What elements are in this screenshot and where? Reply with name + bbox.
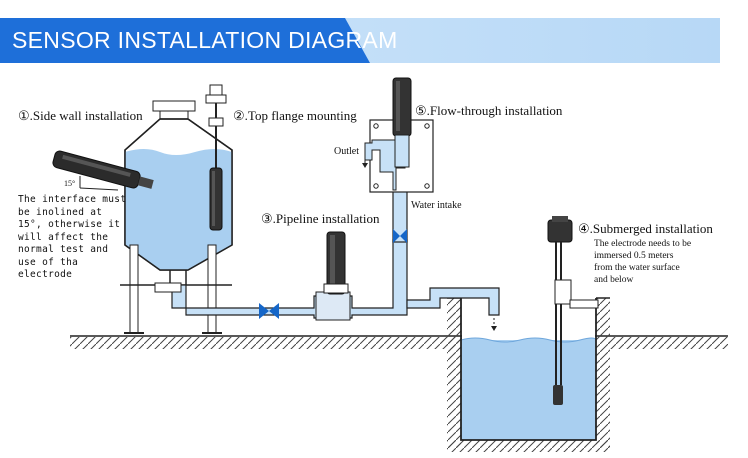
label-submerged: ④.Submerged installation — [578, 221, 713, 236]
label-outlet: Outlet — [334, 146, 359, 157]
label-top-flange: ②.Top flange mounting — [233, 108, 357, 123]
side-wall-sensor — [52, 150, 154, 191]
storage-tank — [124, 100, 233, 285]
note-electrode: The electrode needs to be immersed 0.5 m… — [594, 239, 692, 285]
intake-valve — [393, 229, 407, 243]
header-tab — [0, 18, 370, 63]
ground-left — [70, 335, 462, 349]
water-pit — [447, 297, 610, 452]
page-title: SENSOR INSTALLATION DIAGRAM — [12, 27, 398, 53]
pipeline-sensor — [315, 231, 351, 321]
label-water-intake: Water intake — [411, 200, 462, 211]
flow-through-cell — [362, 77, 434, 193]
pipeline-valve — [259, 303, 279, 319]
header-banner: SENSOR INSTALLATION DIAGRAM — [0, 18, 720, 63]
submerged-sensor — [547, 216, 599, 405]
top-flange-sensor — [205, 84, 227, 231]
label-flow-through: ⑤.Flow-through installation — [415, 103, 563, 118]
label-angle: 15° — [64, 179, 76, 188]
label-pipeline: ③.Pipeline installation — [261, 211, 380, 226]
note-interface: The interface must be inolined at 15°, o… — [18, 194, 127, 280]
ground-right — [595, 335, 728, 349]
label-side-wall: ①.Side wall installation — [18, 108, 143, 123]
outlet-drip — [491, 318, 497, 331]
